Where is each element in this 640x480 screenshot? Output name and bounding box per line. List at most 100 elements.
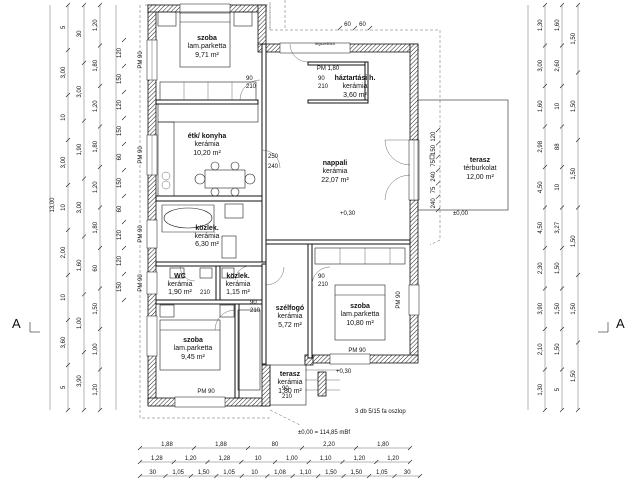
dim-right-a: 4,50	[538, 181, 544, 193]
room-floor: kerámia	[323, 168, 348, 175]
dimension-tick	[542, 43, 548, 48]
door-height: 210	[246, 84, 257, 90]
dimension-tick	[97, 326, 103, 332]
dimension-tick	[575, 70, 581, 75]
dimension-tick	[542, 164, 548, 170]
dim-bottom-3: 1,50	[351, 470, 363, 476]
dim-left-inner: 1,20	[93, 100, 99, 112]
dimension-tick	[97, 245, 103, 251]
dimension-tick	[435, 181, 441, 186]
dim-bottom-3: 1,10	[300, 470, 312, 476]
dimension-tick	[121, 89, 127, 95]
dimension-tick	[542, 245, 548, 251]
dim-bottom-3: 1,50	[325, 470, 337, 476]
dimension-tick	[121, 245, 127, 251]
room-area: 10,20 m²	[193, 150, 221, 157]
dimension-tick	[137, 445, 143, 451]
dim-right-c: 1,50	[571, 100, 577, 112]
dimension-tick	[65, 47, 71, 53]
door-swings	[179, 43, 411, 331]
room-floor: kerámia	[168, 281, 193, 288]
dim-right-window: 75	[431, 186, 437, 193]
room-floor: térburkolat	[463, 165, 496, 172]
dimension-tick	[366, 473, 372, 479]
room-area: 6,30 m²	[195, 241, 219, 248]
dim-left-inner: 1,20	[93, 383, 99, 395]
room-label-kozlek-small: közlek. kerámia 1,15 m²	[226, 273, 251, 296]
bed-top	[157, 11, 257, 101]
dimension-tick	[163, 473, 168, 479]
dimension-tick	[97, 124, 103, 129]
room-area: 9,45 m²	[181, 354, 205, 361]
dimension-ticks	[65, 2, 581, 479]
room-name: közlek.	[195, 225, 218, 232]
door-width: 90	[318, 76, 325, 82]
bed-right	[314, 247, 406, 341]
dim-right-c: 1,50	[571, 167, 577, 179]
room-area: 10,80 m²	[346, 320, 374, 327]
dim-bottom-3: 1,05	[376, 470, 388, 476]
dimension-tick	[435, 167, 441, 173]
dimension-tick	[542, 367, 548, 372]
dim-top: 60	[344, 22, 351, 28]
dimension-tick	[65, 137, 71, 143]
bed-bottom-left	[159, 304, 261, 391]
dim-bottom-1: 1,88	[215, 442, 227, 448]
dimension-tick	[121, 271, 127, 277]
dim-right-a: 1,30	[538, 383, 544, 395]
dimension-tick	[340, 459, 345, 465]
dim-left-window: 150	[117, 281, 123, 292]
dimension-tick	[97, 286, 103, 291]
windows	[146, 3, 420, 408]
room-label-szoba-right: szoba lam.parketta 10,80 m²	[341, 303, 380, 327]
room-name: WC	[174, 273, 186, 280]
dimension-tick	[575, 272, 581, 278]
dim-right-b: 1,60	[555, 19, 561, 31]
dimension-tick	[65, 317, 71, 323]
dimension-tick	[81, 407, 87, 413]
dimension-tick	[559, 367, 565, 372]
dimension-tick	[542, 205, 548, 210]
dim-bottom-2: 1,28	[151, 456, 163, 462]
interior-walls	[155, 43, 411, 399]
dimension-tick	[97, 83, 103, 89]
dimension-tick	[265, 473, 270, 479]
room-floor: kerámia	[226, 281, 251, 288]
dimension-tick	[374, 459, 379, 465]
dim-right-b: 5	[555, 387, 561, 391]
room-floor: kerámia	[278, 379, 303, 386]
dimension-tick	[559, 407, 565, 413]
dim-left-outer: 5	[61, 385, 67, 389]
room-floor: kerámia	[195, 233, 220, 240]
dim-left-window: 60	[117, 205, 123, 212]
dimension-tick	[559, 164, 565, 170]
column-note: 3 db 5/15 fa oszlop	[355, 409, 406, 415]
dimension-tick	[272, 459, 278, 465]
dim-left-window: 120	[117, 99, 123, 110]
dimension-tick	[191, 445, 197, 451]
door-height: 210	[318, 84, 329, 90]
dimension-tick	[299, 445, 305, 451]
room-name: szoba	[197, 35, 217, 42]
dimension-tick	[352, 25, 358, 31]
dim-left-outer: 3,00	[61, 66, 67, 78]
dim-left-inner: 1,00	[93, 343, 99, 355]
dimension-tick	[435, 194, 441, 199]
dim-left-outer: 10	[61, 204, 67, 211]
dimension-tick	[121, 167, 127, 173]
dim-right-window: 75	[431, 159, 437, 166]
room-floor: lam.parketta	[174, 345, 213, 352]
dim-left-inner: 1,20	[93, 19, 99, 31]
dimension-tick	[575, 205, 581, 210]
room-name: étk/ konyha	[188, 133, 227, 140]
dimension-tick	[559, 205, 565, 210]
dimension-tick	[121, 63, 127, 69]
section-label-right: A	[616, 316, 625, 331]
dim-bottom-2: 10	[255, 456, 262, 462]
dim-bottom-3: 30	[149, 470, 156, 476]
dimension-tick	[65, 182, 71, 188]
level-mark: +0,30	[336, 369, 352, 375]
dimension-tick	[559, 326, 565, 332]
dim-right-a: 1,60	[538, 100, 544, 112]
room-name: háztartási h.	[335, 75, 376, 82]
